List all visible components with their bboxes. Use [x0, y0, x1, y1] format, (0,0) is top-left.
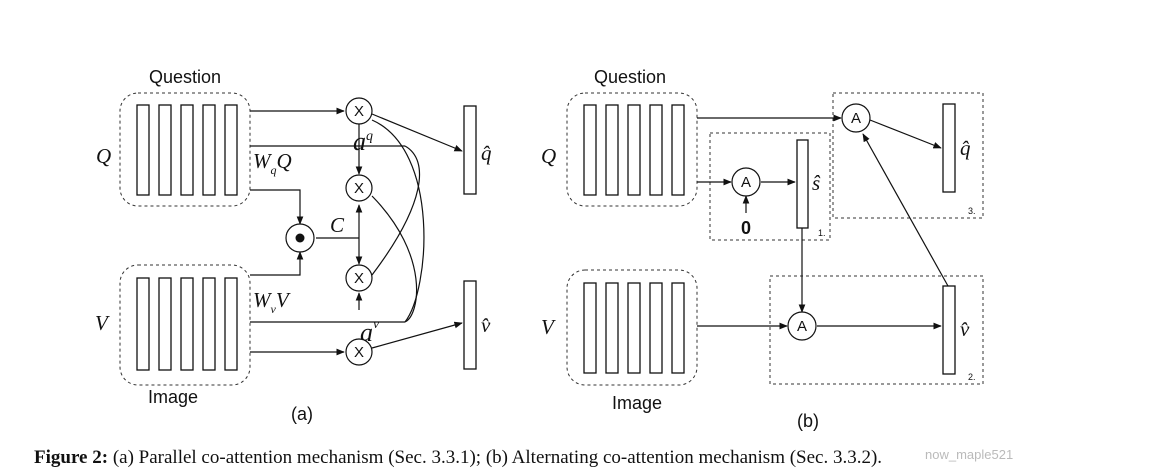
image-feature-bars-a — [136, 277, 238, 371]
aq-label: aq — [353, 127, 373, 156]
image-feature-box-b — [566, 269, 698, 386]
wq-q-label: WqQ — [253, 149, 292, 177]
q-symbol-b: Q — [541, 144, 556, 168]
panel-a-connections — [250, 107, 463, 356]
image-label-a: Image — [148, 387, 198, 407]
v-symbol-a: V — [95, 311, 110, 335]
dot-product-node — [285, 223, 315, 253]
v-hat-vector-b — [942, 285, 956, 375]
watermark: now_maple521 — [925, 447, 1014, 462]
step-1-box — [709, 132, 831, 241]
wv-v-label: WvV — [253, 288, 291, 316]
v-hat-vector-a — [463, 280, 477, 370]
mult-node-v: X — [345, 338, 373, 366]
panel-b-connections — [697, 114, 949, 330]
image-feature-bars-b — [583, 282, 685, 374]
attention-node-3: A — [841, 103, 871, 133]
question-feature-bars-b — [583, 104, 685, 196]
mult-node-cv: X — [345, 264, 373, 292]
sub-label-a: (a) — [291, 404, 313, 424]
dot-product-icon — [295, 233, 305, 243]
attention-node-1: A — [731, 167, 761, 197]
q-hat-vector-b — [942, 103, 956, 193]
panel-a: Question Image Q V WqQ WvV C aq — [95, 67, 492, 424]
step-3-number: 3. — [968, 206, 976, 216]
step-2-number: 2. — [968, 372, 976, 382]
step-2-box — [769, 275, 984, 385]
v-hat-label-b: v̂ — [960, 317, 970, 341]
svg-text:A: A — [797, 318, 807, 335]
svg-text:A: A — [741, 174, 751, 191]
question-feature-bars-a — [136, 104, 238, 196]
q-symbol-a: Q — [96, 144, 111, 168]
q-hat-label-a: q̂ — [481, 141, 492, 165]
image-label-b: Image — [612, 393, 662, 413]
svg-text:X: X — [354, 270, 364, 287]
q-hat-label-b: q̂ — [960, 136, 971, 160]
mult-node-q: X — [345, 97, 373, 125]
zero-input-label: 0 — [741, 218, 751, 238]
question-label-b: Question — [594, 67, 666, 87]
s-hat-vector — [796, 139, 809, 229]
figure-caption: Figure 2: (a) Parallel co-attention mech… — [34, 447, 1134, 469]
attention-node-2: A — [787, 311, 817, 341]
sub-label-b: (b) — [797, 411, 819, 431]
affinity-c-label: C — [330, 213, 345, 237]
svg-text:X: X — [354, 344, 364, 361]
step-3-box — [832, 92, 984, 219]
panel-b: Question Image Q V 1. 3. 2. — [541, 67, 984, 431]
v-hat-label-a: v̂ — [481, 313, 491, 337]
svg-text:A: A — [851, 110, 861, 127]
q-hat-vector-a — [463, 105, 477, 195]
step-1-number: 1. — [818, 228, 826, 238]
image-feature-box-a — [119, 264, 251, 386]
s-hat-label: ŝ — [812, 171, 821, 195]
caption-text: (a) Parallel co-attention mechanism (Sec… — [108, 447, 883, 468]
svg-text:X: X — [354, 180, 364, 197]
caption-prefix: Figure 2: — [34, 447, 109, 468]
question-label-a: Question — [149, 67, 221, 87]
v-symbol-b: V — [541, 315, 556, 339]
svg-text:X: X — [354, 103, 364, 120]
mult-node-cq: X — [345, 174, 373, 202]
